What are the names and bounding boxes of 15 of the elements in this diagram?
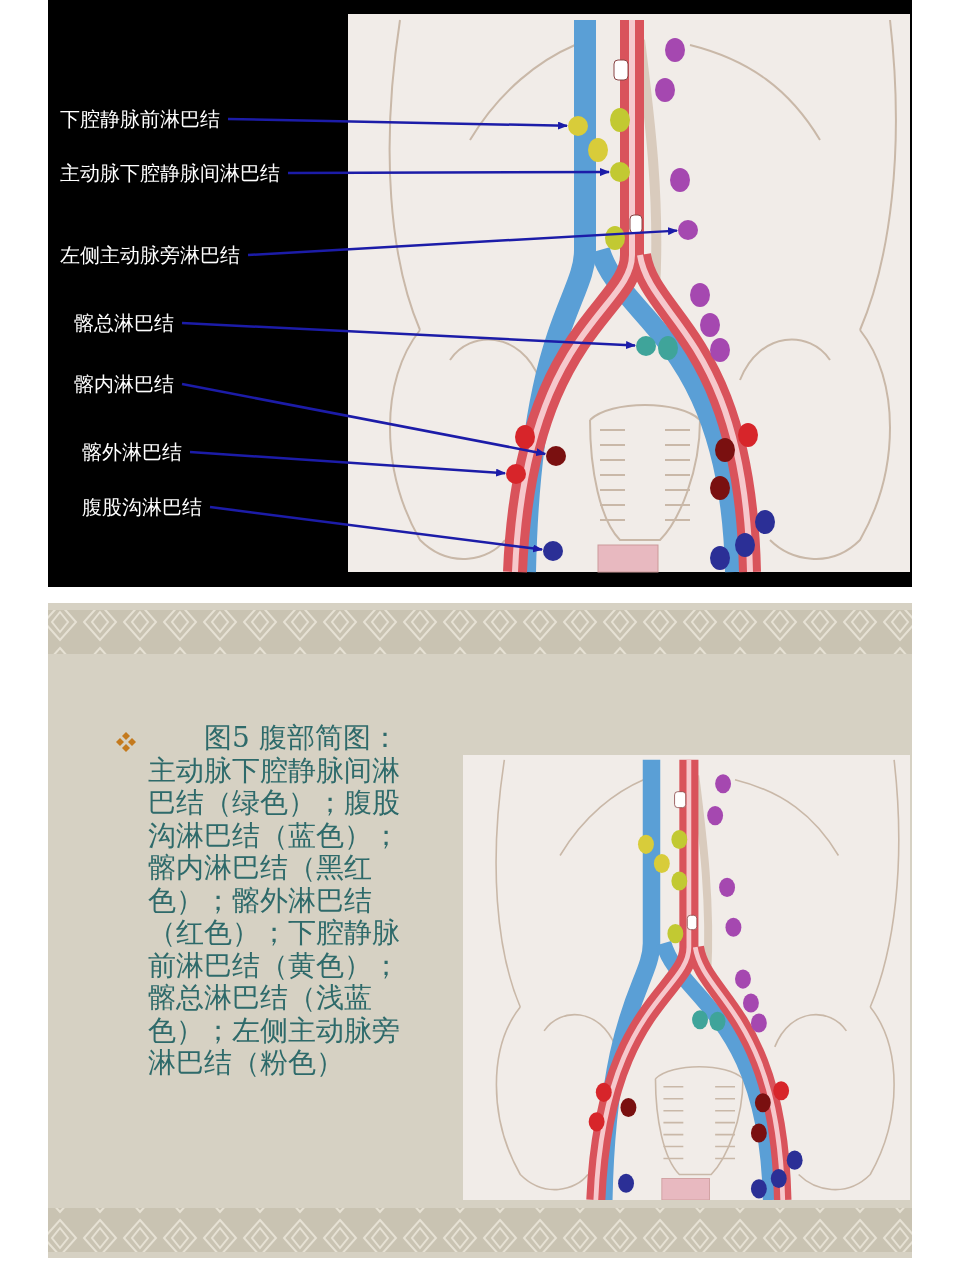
label-text: 主动脉下腔静脉间淋巴结 (60, 161, 280, 185)
label-text: 髂外淋巴结 (82, 440, 182, 464)
leader-arrow (189, 450, 506, 477)
leader-arrow (247, 227, 678, 257)
leader-arrow (209, 505, 544, 553)
label-text: 髂总淋巴结 (74, 311, 174, 335)
label-text: 腹股沟淋巴结 (82, 495, 202, 519)
leader-arrow (227, 117, 568, 130)
leader-arrow (288, 168, 610, 177)
caption-paragraph: 图5 腹部简图：主动脉下腔静脉间淋巴结（绿色）；腹股沟淋巴结（蓝色）；髂内淋巴结（黑红色）；髂外淋巴结（红色）；下腔静脉前淋巴结（黄色）；髂总淋巴结（浅蓝色）；左侧主动脉旁淋巴结（粉色） (148, 722, 401, 1080)
leader-arrow (181, 382, 547, 457)
label-text: 左侧主动脉旁淋巴结 (60, 243, 240, 267)
label-text: 髂内淋巴结 (74, 372, 174, 396)
label-text: 下腔静脉前淋巴结 (60, 107, 220, 131)
leader-arrow (181, 321, 636, 349)
